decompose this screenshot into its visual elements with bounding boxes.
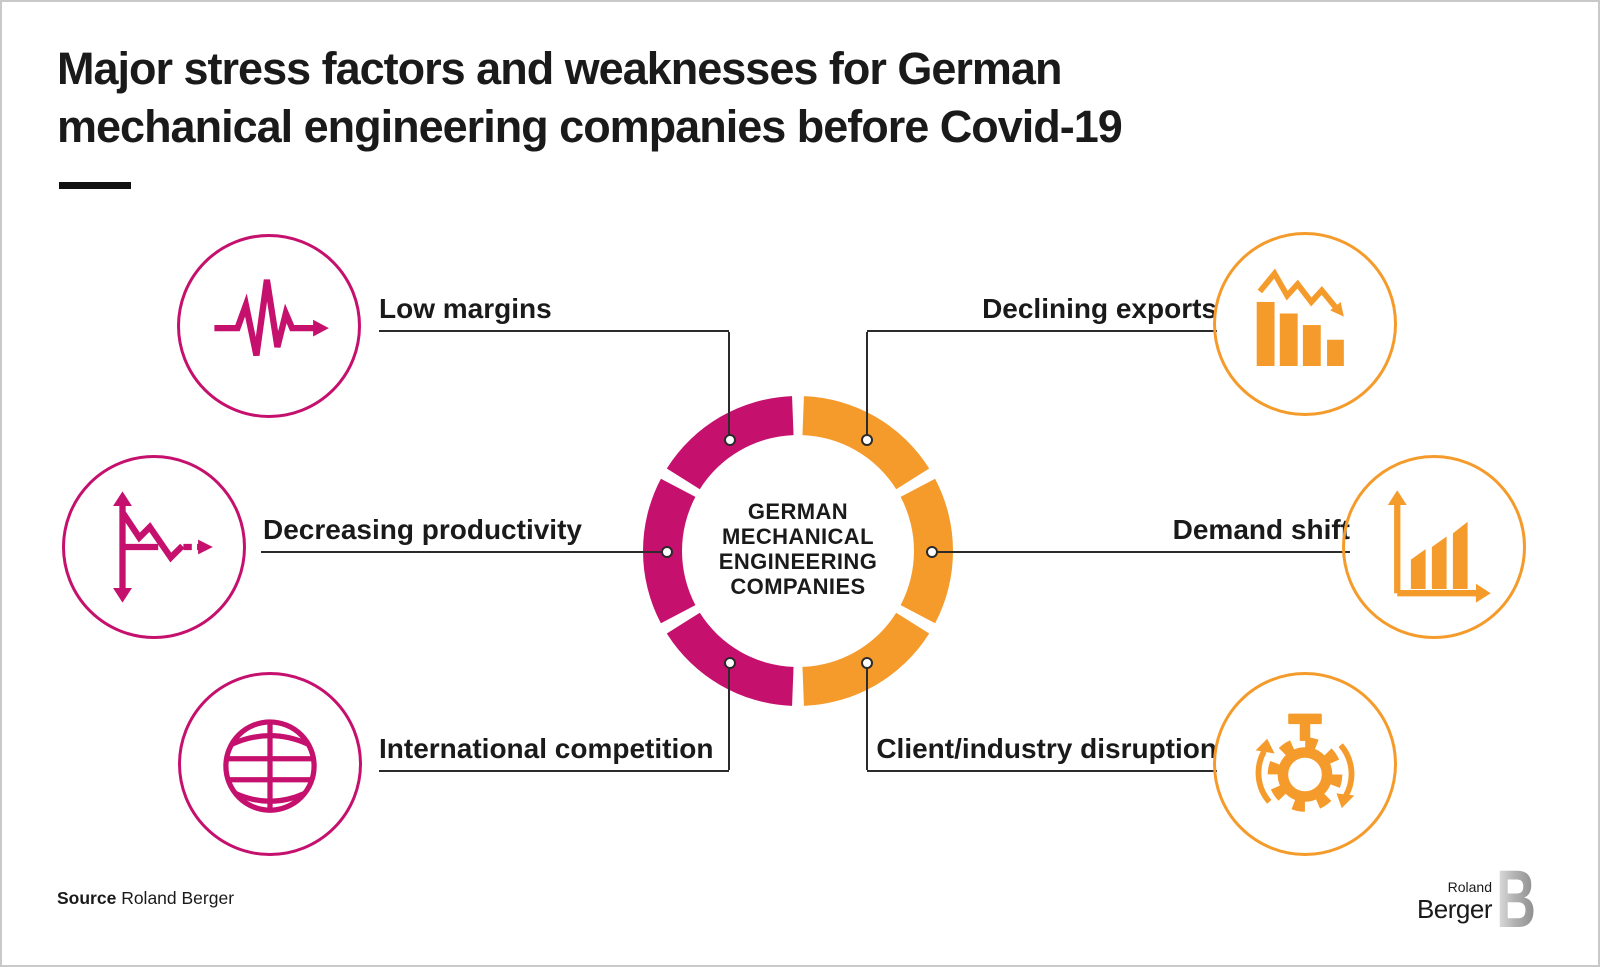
connector-node <box>926 546 938 558</box>
pulse-line-icon <box>214 279 329 357</box>
rising-bar-chart-icon <box>1387 490 1491 603</box>
brand-logo-top: Roland <box>1447 879 1492 895</box>
connector-line <box>867 330 1217 332</box>
brand-logo-text: Roland Berger <box>1362 879 1493 924</box>
connector-line <box>867 770 1217 772</box>
factor-label-international-competition: International competition <box>379 733 714 764</box>
connector-node <box>661 546 673 558</box>
connector-node <box>861 434 873 446</box>
client-industry-disruption-icon-circle <box>1213 672 1397 856</box>
connector-node <box>724 434 736 446</box>
brand-logo-b-icon: B <box>1496 868 1536 930</box>
factor-label-low-margins: Low margins <box>379 293 552 324</box>
connector-line <box>379 330 729 332</box>
factor-label-client-industry-disruption: Client/industry disruption <box>876 733 1217 764</box>
falling-bar-chart-icon <box>1256 268 1344 366</box>
connector-line <box>866 332 868 435</box>
connector-line <box>866 668 868 770</box>
factor-label-demand-shift: Demand shift <box>1172 514 1350 545</box>
gear-rotation-icon <box>1255 713 1355 812</box>
connector-line <box>261 551 662 553</box>
svg-text:B: B <box>1496 868 1536 930</box>
connector-line <box>728 668 730 770</box>
source-note: Source Roland Berger <box>57 888 234 909</box>
connector-line <box>728 332 730 435</box>
title-underline-dash <box>59 182 131 189</box>
decreasing-productivity-icon-circle <box>62 455 246 639</box>
page-title: Major stress factors and weaknesses for … <box>57 43 1123 152</box>
connector-node <box>861 657 873 669</box>
declining-exports-icon-circle <box>1213 232 1397 416</box>
demand-shift-icon-circle <box>1342 455 1526 639</box>
connector-line <box>937 551 1350 553</box>
donut-center-label: GERMAN MECHANICAL ENGINEERING COMPANIES <box>718 499 878 599</box>
globe-icon <box>223 719 317 813</box>
factor-label-decreasing-productivity: Decreasing productivity <box>263 514 582 545</box>
connector-node <box>724 657 736 669</box>
declining-graph-axis-icon <box>113 491 213 603</box>
international-competition-icon-circle <box>178 672 362 856</box>
connector-line <box>379 770 729 772</box>
brand-logo-bottom: Berger <box>1416 894 1493 924</box>
low-margins-icon-circle <box>177 234 361 418</box>
source-text: Roland Berger <box>116 888 235 908</box>
factor-label-declining-exports: Declining exports <box>982 293 1217 324</box>
source-prefix: Source <box>57 888 117 908</box>
